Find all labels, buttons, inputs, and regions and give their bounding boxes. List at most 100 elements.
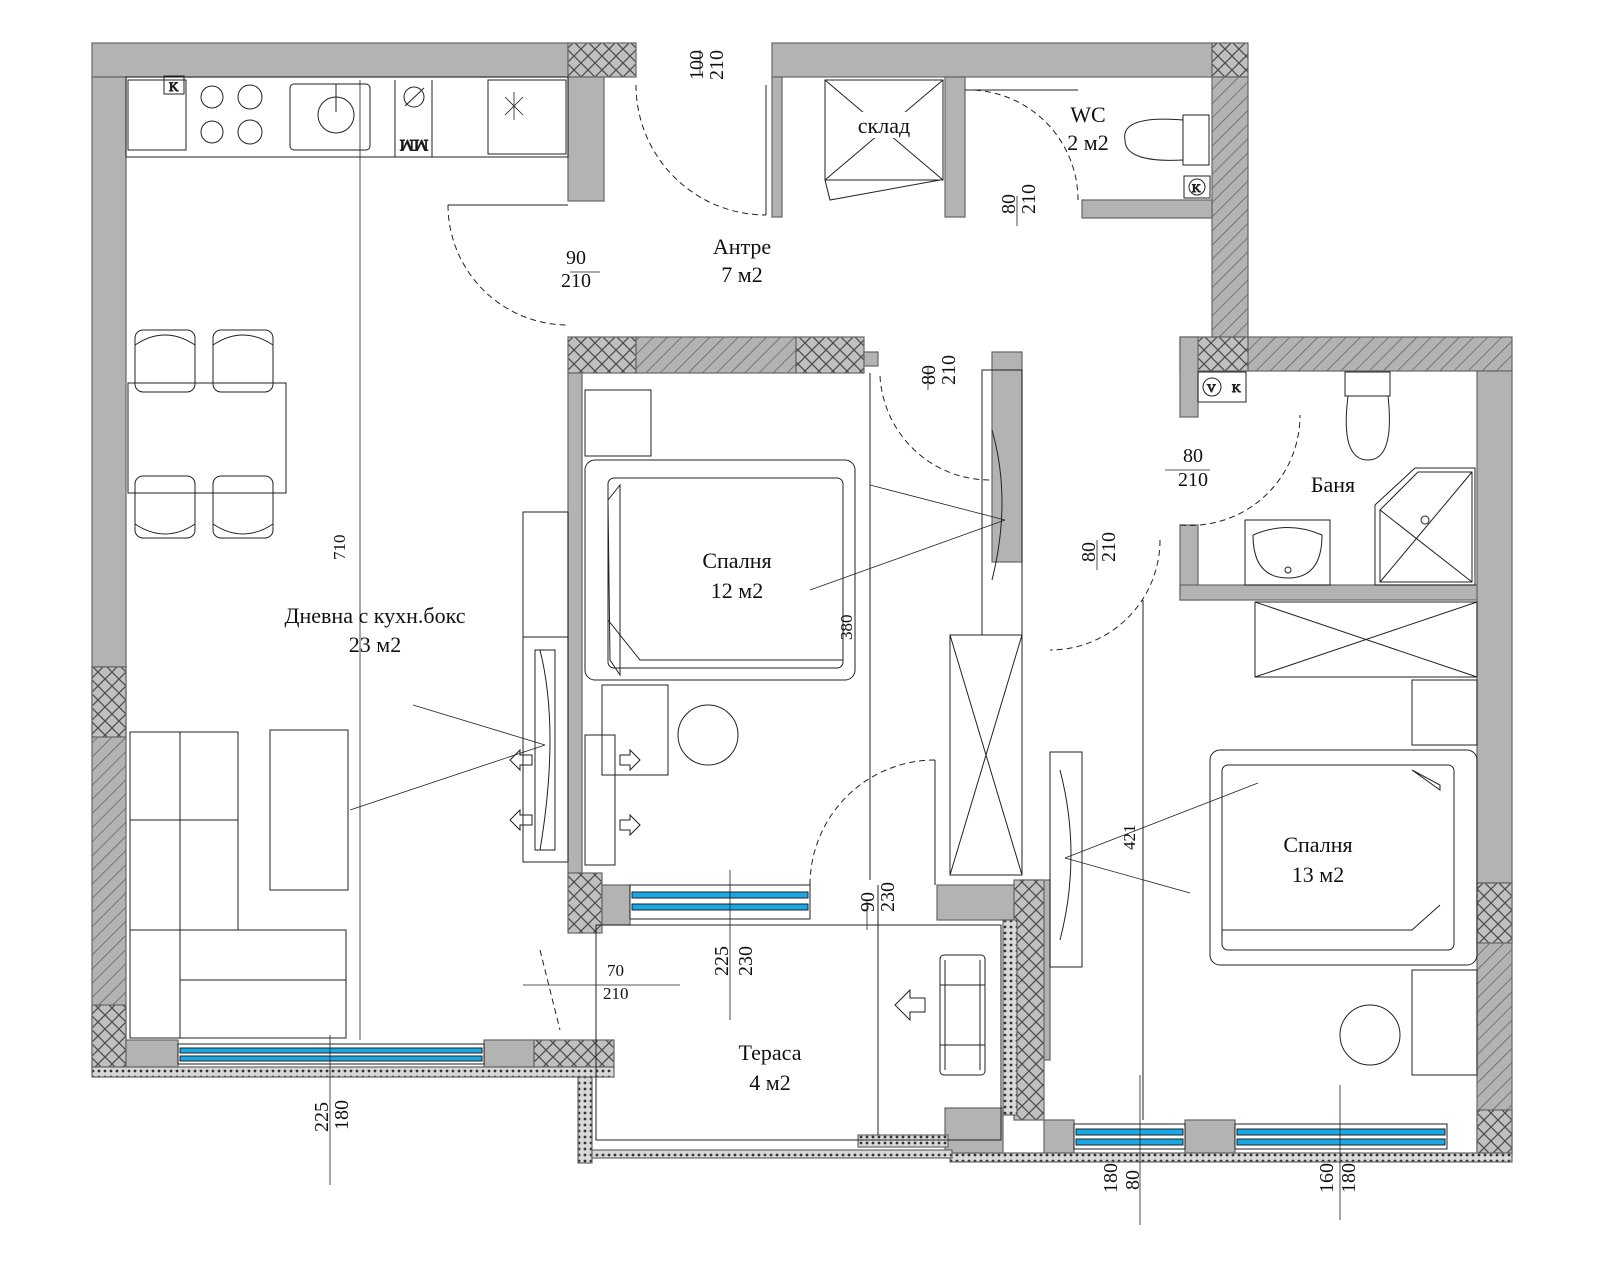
wall xyxy=(1179,584,1481,601)
wall-hatch xyxy=(1211,42,1249,78)
bed1-window-a: 225 xyxy=(711,946,733,976)
coffee-table xyxy=(269,729,349,891)
wall xyxy=(125,1039,179,1068)
k-marker-label: K xyxy=(1192,181,1201,195)
chair-icon xyxy=(212,475,274,539)
bedroom1-area: 12 м2 xyxy=(711,578,763,603)
dimension-labels: 100 210 90 210 80 210 80 210 80 210 80 2… xyxy=(311,50,1360,1193)
window-glazing xyxy=(1236,1138,1446,1146)
wall xyxy=(91,42,569,78)
bed2-window1-a: 180 xyxy=(1100,1163,1122,1193)
sofa-icon xyxy=(129,729,349,1039)
living-side-door-height: 210 xyxy=(603,984,629,1003)
living-name: Дневна с кухн.бокс xyxy=(285,603,466,628)
label-leader xyxy=(349,744,546,811)
wall xyxy=(567,76,605,202)
living-side-door-width: 70 xyxy=(607,961,624,980)
dining xyxy=(127,329,287,539)
wall-hatch xyxy=(795,336,865,374)
nightstand xyxy=(584,389,652,457)
window-glazing xyxy=(1236,1128,1446,1136)
boiler-icon xyxy=(1197,371,1247,403)
wc-door-height: 210 xyxy=(1018,184,1040,214)
hall-area: 7 м2 xyxy=(721,262,762,287)
chair-icon xyxy=(212,329,274,393)
wall xyxy=(567,372,583,874)
wall xyxy=(1081,199,1213,219)
wc-name: WC xyxy=(1070,102,1105,127)
wall xyxy=(1476,370,1513,884)
wall-hatch xyxy=(567,42,637,78)
wall-insulation xyxy=(857,1134,949,1148)
v-marker-label: V xyxy=(1207,381,1216,395)
label-leader xyxy=(809,519,1006,591)
window-glazing xyxy=(631,903,809,911)
living-window-a: 225 xyxy=(311,1102,333,1132)
arrow-icon xyxy=(894,988,926,1022)
living-door-height: 210 xyxy=(561,270,591,292)
door-swing-arc xyxy=(447,204,569,326)
terrace xyxy=(595,885,1002,1141)
k-marker-label: K xyxy=(169,79,179,94)
hood-icon xyxy=(487,79,567,155)
dining-table xyxy=(127,382,287,494)
wc-fixtures: K xyxy=(1124,114,1211,199)
bathroom-fixtures: V K xyxy=(1197,371,1478,678)
bathtub xyxy=(1254,601,1478,678)
label-leader xyxy=(1064,857,1191,894)
window-glazing xyxy=(1075,1128,1184,1136)
window-glazing xyxy=(179,1055,483,1062)
bed2-height-dim: 421 xyxy=(1120,825,1139,851)
wall xyxy=(1043,1119,1075,1154)
wall-insulation xyxy=(591,1149,953,1159)
hall-name: Антре xyxy=(713,234,771,259)
label-leader xyxy=(869,484,1006,521)
blanket-icon xyxy=(607,483,621,677)
tv-unit xyxy=(509,511,569,863)
bedroom2-area: 13 м2 xyxy=(1292,862,1344,887)
bath-door-width: 80 xyxy=(1183,445,1203,467)
walls xyxy=(91,42,1513,1164)
wall xyxy=(863,351,879,367)
wall-insulation xyxy=(91,1066,615,1078)
door-swing-arc xyxy=(964,89,1079,201)
arrow-icon xyxy=(619,748,641,772)
chair-round xyxy=(677,704,739,766)
dimension-lines xyxy=(329,50,1341,1225)
kitchen-sink-icon xyxy=(289,83,371,151)
window-glazing xyxy=(629,884,811,920)
wall-hatch xyxy=(635,336,797,374)
wc-area: 2 м2 xyxy=(1067,130,1108,155)
room-labels: Дневна с кухн.бокс 23 м2 Антре 7 м2 скла… xyxy=(285,102,1356,1095)
terrace-door-height: 230 xyxy=(877,882,899,912)
wall-hatch xyxy=(91,666,127,738)
door-swing-arc xyxy=(539,949,561,1031)
ac-unit-icon xyxy=(1049,751,1083,968)
terrace-door-width: 90 xyxy=(857,892,879,912)
wall-insulation xyxy=(1002,919,1018,1116)
wall xyxy=(771,42,1213,78)
fridge-icon xyxy=(127,79,187,151)
bedroom2-name: Спалня xyxy=(1283,832,1352,857)
kitchen: K ММ xyxy=(125,75,569,158)
toilet-icon xyxy=(1124,114,1210,166)
wall-hatch xyxy=(533,1039,615,1068)
radiator-icon xyxy=(939,954,986,1076)
chair-icon xyxy=(134,329,196,393)
ac-unit-icon xyxy=(584,734,616,866)
bed1-door-width: 80 xyxy=(918,365,940,385)
wall xyxy=(944,1107,1004,1154)
wall xyxy=(601,884,631,926)
windows xyxy=(177,884,1448,1150)
window-glazing xyxy=(631,891,809,899)
bed1-door-height: 210 xyxy=(938,355,960,385)
wall-hatch xyxy=(1476,882,1513,944)
wall-hatch xyxy=(567,336,637,374)
chair-icon xyxy=(134,475,196,539)
wall xyxy=(91,76,127,668)
storage-name: склад xyxy=(858,113,910,138)
door-swing-arc xyxy=(879,375,991,481)
toilet-icon xyxy=(1344,371,1391,461)
door-swing-arc xyxy=(635,84,767,216)
desk xyxy=(601,684,669,776)
